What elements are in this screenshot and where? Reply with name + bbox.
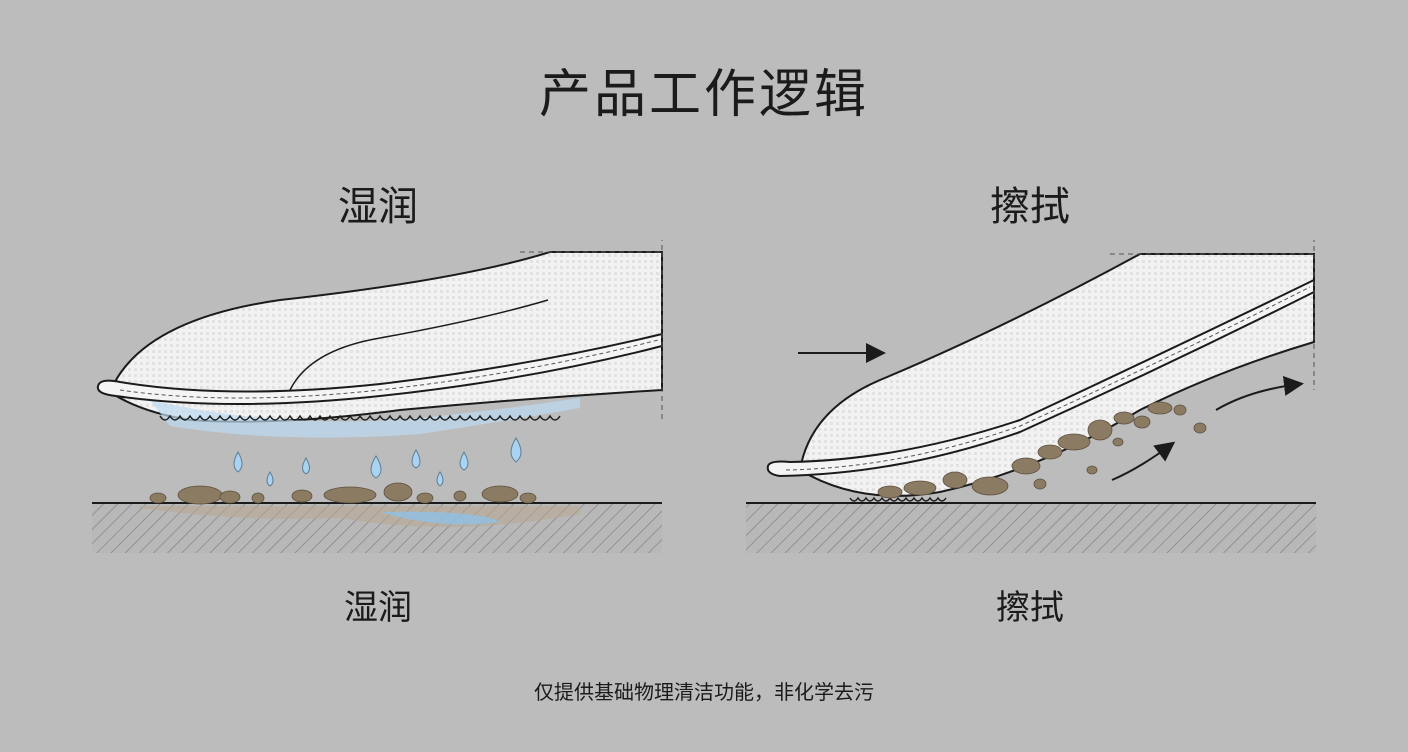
scalloped-texture: [849, 496, 947, 502]
wet-illustration: [92, 240, 663, 553]
dirt-particles: [877, 401, 1207, 499]
ground-hatch: [746, 503, 1316, 553]
motion-arrow-lower: [1111, 441, 1176, 481]
scalloped-texture: [159, 414, 561, 421]
frame-corner: [520, 240, 663, 253]
frame-corner: [1110, 240, 1315, 255]
panel-caption-wipe: 擦拭: [996, 588, 1064, 628]
dirt-particles: [149, 482, 537, 505]
wipe-fabric: [798, 253, 1315, 497]
panel-caption-wet: 湿润: [344, 588, 412, 628]
panel-heading-wet: 湿润: [338, 184, 418, 230]
wipe-illustration: [746, 240, 1316, 553]
diagram-title: 产品工作逻辑: [538, 65, 869, 125]
panel-heading-wipe: 擦拭: [990, 184, 1070, 230]
water-droplets: [233, 437, 522, 487]
footnote: 仅提供基础物理清洁功能，非化学去污: [534, 680, 874, 704]
motion-arrow-top-right: [1215, 375, 1304, 411]
